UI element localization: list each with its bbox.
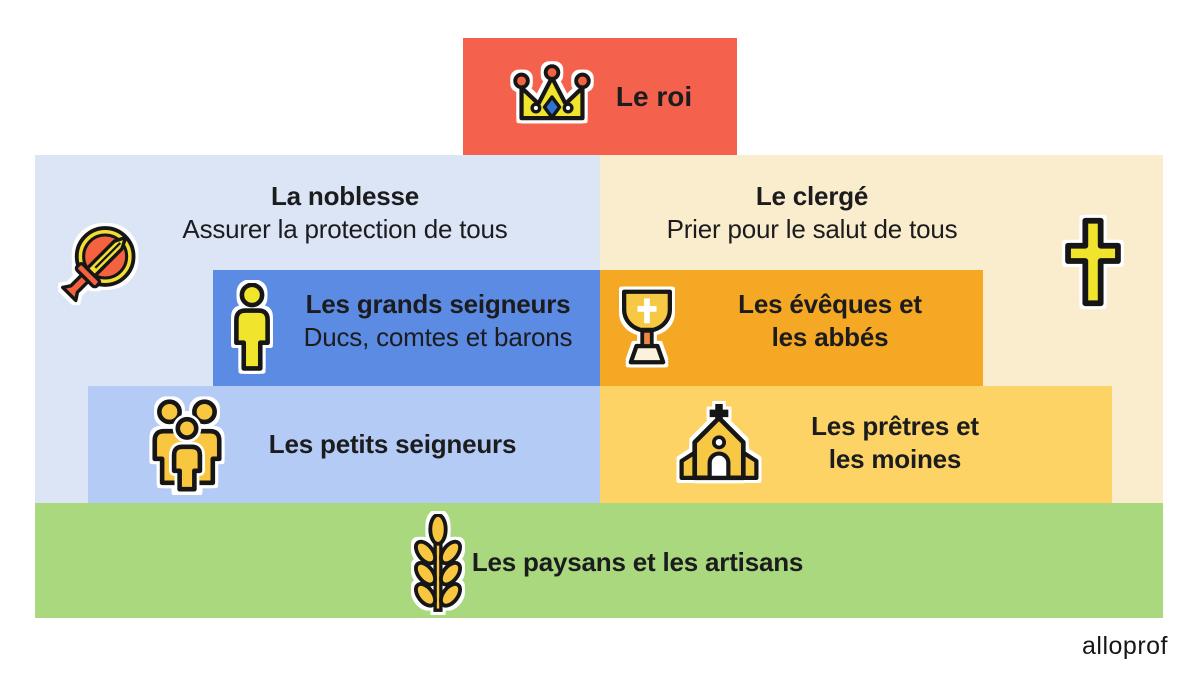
- chalice-icon: [622, 289, 672, 365]
- lesser-lords-title: Les petits seigneurs: [268, 429, 517, 459]
- great-lords-title: Les grands seigneurs: [305, 289, 571, 319]
- people-group-icon: [152, 399, 222, 492]
- clergy-text: Le clergé Prier pour le salut de tous: [600, 180, 1024, 246]
- peasants-box: [35, 503, 1163, 618]
- peasants-title: Les paysans et les artisans: [471, 547, 804, 577]
- great-lords-text: Les grands seigneurs Ducs, comtes et bar…: [288, 288, 588, 354]
- priests-title-line1: Les prêtres et: [811, 411, 979, 441]
- great-lords-box: [213, 270, 600, 386]
- nobility-text: La noblesse Assurer la protection de tou…: [115, 180, 575, 246]
- priests-title-line2: les moines: [828, 444, 962, 474]
- priests-box: [600, 386, 1112, 503]
- bishops-title-line2: les abbés: [771, 322, 889, 352]
- king-label: Le roi: [615, 80, 693, 112]
- bishops-title-line1: Les évêques et: [738, 289, 922, 319]
- sword-icon: [60, 226, 136, 303]
- cross-icon: [1065, 217, 1121, 307]
- clergy-role: Prier pour le salut de tous: [666, 214, 958, 244]
- king-box: Le roi: [463, 38, 737, 155]
- bishops-text: Les évêques et les abbés: [700, 288, 960, 354]
- nobility-role: Assurer la protection de tous: [182, 214, 508, 244]
- person-icon: [234, 283, 270, 371]
- clergy-title: Le clergé: [755, 181, 869, 211]
- church-icon: [679, 404, 759, 481]
- crown-icon: [513, 63, 591, 120]
- bishops-box: [600, 270, 983, 386]
- great-lords-subtitle: Ducs, comtes et barons: [303, 322, 573, 352]
- wheat-icon: [413, 514, 463, 612]
- alloprof-logo: alloprof: [1082, 632, 1168, 660]
- priests-text: Les prêtres et les moines: [770, 410, 1020, 476]
- nobility-title: La noblesse: [270, 181, 420, 211]
